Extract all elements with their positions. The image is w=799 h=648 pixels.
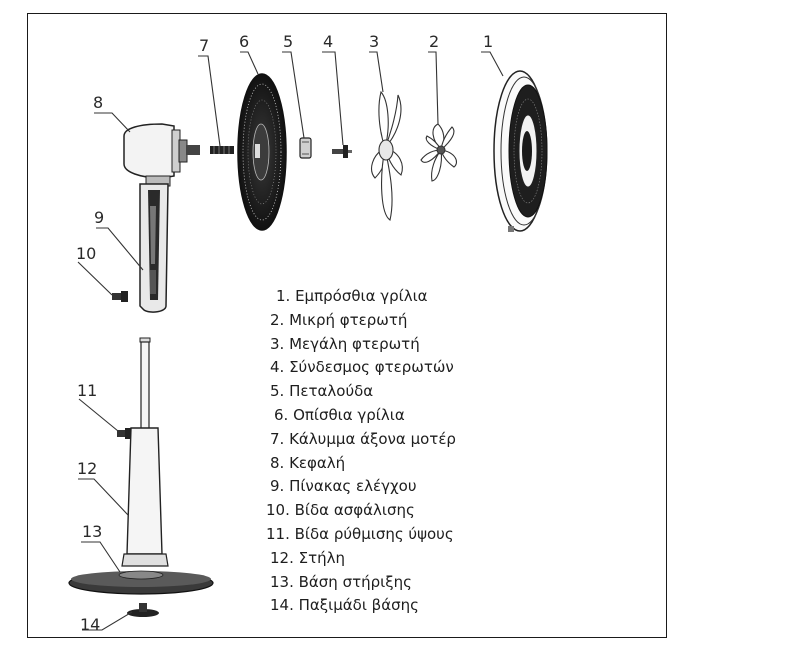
callout-13: 13 (82, 522, 102, 541)
callout-8: 8 (93, 93, 103, 112)
callout-12: 12 (77, 459, 97, 478)
callout-numbers: 1 2 3 4 5 6 7 8 9 10 11 12 13 14 (76, 32, 493, 634)
legend-item: 10. Βίδα ασφάλισης (266, 501, 415, 520)
fan-head (123, 123, 200, 187)
large-impeller (371, 90, 403, 221)
impeller-connector (332, 145, 352, 158)
callout-7: 7 (199, 36, 209, 55)
legend-item: 9. Πίνακας ελέγχου (270, 477, 417, 496)
base-stand (68, 570, 214, 595)
legend-item: 5. Πεταλούδα (270, 382, 374, 401)
column (121, 337, 169, 567)
callout-14: 14 (80, 615, 100, 634)
legend-item: 12. Στήλη (270, 548, 346, 567)
legend-item: 11. Βίδα ρύθμισης ύψους (266, 524, 454, 543)
callout-3: 3 (369, 32, 379, 51)
legend-item: 3. Μεγάλη φτερωτή (270, 334, 420, 353)
spinner-nut (299, 137, 312, 159)
base-nut (127, 603, 159, 617)
callout-6: 6 (239, 32, 249, 51)
legend-item: 1. Εμπρόσθια γρίλια (276, 287, 428, 305)
callout-10: 10 (76, 244, 96, 263)
rear-grille (237, 73, 287, 231)
motor-shaft-cover (210, 146, 234, 154)
legend-item: 6. Οπίσθια γρίλια (274, 405, 405, 424)
front-grille (493, 70, 548, 232)
callout-1: 1 (483, 32, 493, 51)
callout-5: 5 (283, 32, 293, 51)
legend-item: 7. Κάλυμμα άξονα μοτέρ (270, 429, 456, 448)
height-adjustment-screw (117, 428, 132, 439)
legend-item: 4. Σύνδεσμος φτερωτών (270, 358, 454, 377)
callout-4: 4 (323, 32, 333, 51)
parts-legend: 1. Εμπρόσθια γρίλια 2. Μικρή φτερωτή 3. Με… (262, 285, 456, 618)
legend-item: 8. Κεφαλή (270, 453, 346, 472)
legend-item: 13. Βάση στήριξης (270, 572, 412, 591)
small-impeller (420, 123, 458, 182)
legend-item: 14. Παξιμάδι βάσης (270, 596, 419, 615)
control-panel (139, 183, 169, 313)
locking-screw (112, 291, 128, 302)
callout-2: 2 (429, 32, 439, 51)
callout-11: 11 (77, 381, 97, 400)
legend-item: 2. Μικρή φτερωτή (270, 310, 408, 329)
leader-lines (77, 51, 504, 631)
callout-9: 9 (94, 208, 104, 227)
